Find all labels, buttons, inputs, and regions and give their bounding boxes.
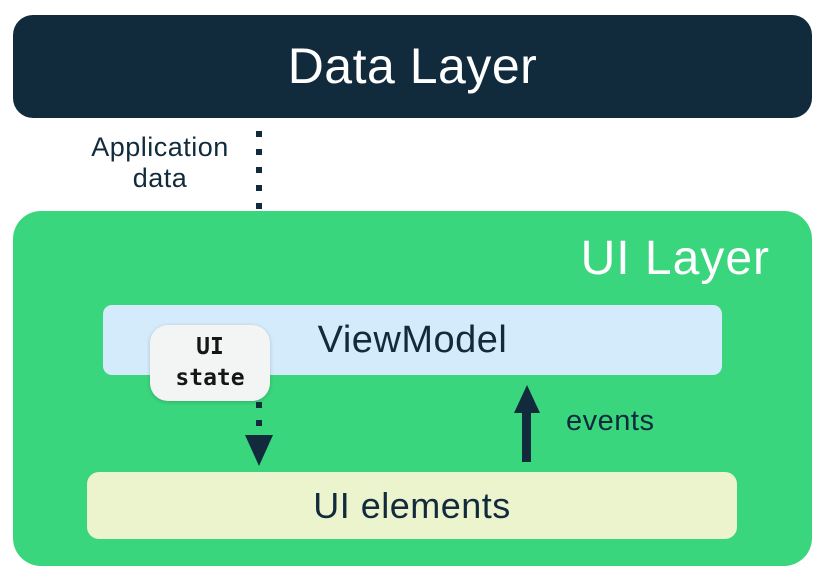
events-arrow-shaft <box>522 410 531 462</box>
application-data-label-line1: Application <box>91 132 229 162</box>
events-label: events <box>566 405 655 437</box>
application-data-label: Application data <box>84 132 236 194</box>
ui-state-label-line2: state <box>175 365 245 391</box>
ui-state-label-line1: UI <box>196 334 224 360</box>
viewmodel-label: ViewModel <box>317 319 508 361</box>
ui-state-chip: UI state <box>150 325 270 401</box>
ui-layer-label: UI Layer <box>580 232 770 285</box>
ui-elements-box: UI elements <box>87 472 737 539</box>
arrow-up-icon <box>514 385 540 413</box>
application-data-dotted-arrow-line <box>256 131 262 263</box>
data-layer-box: Data Layer <box>13 15 812 118</box>
ui-elements-label: UI elements <box>313 484 511 526</box>
application-data-label-line2: data <box>132 163 188 193</box>
arrow-down-icon <box>245 435 273 466</box>
ui-state-dotted-arrow-line <box>256 402 262 433</box>
data-layer-label: Data Layer <box>287 37 538 94</box>
